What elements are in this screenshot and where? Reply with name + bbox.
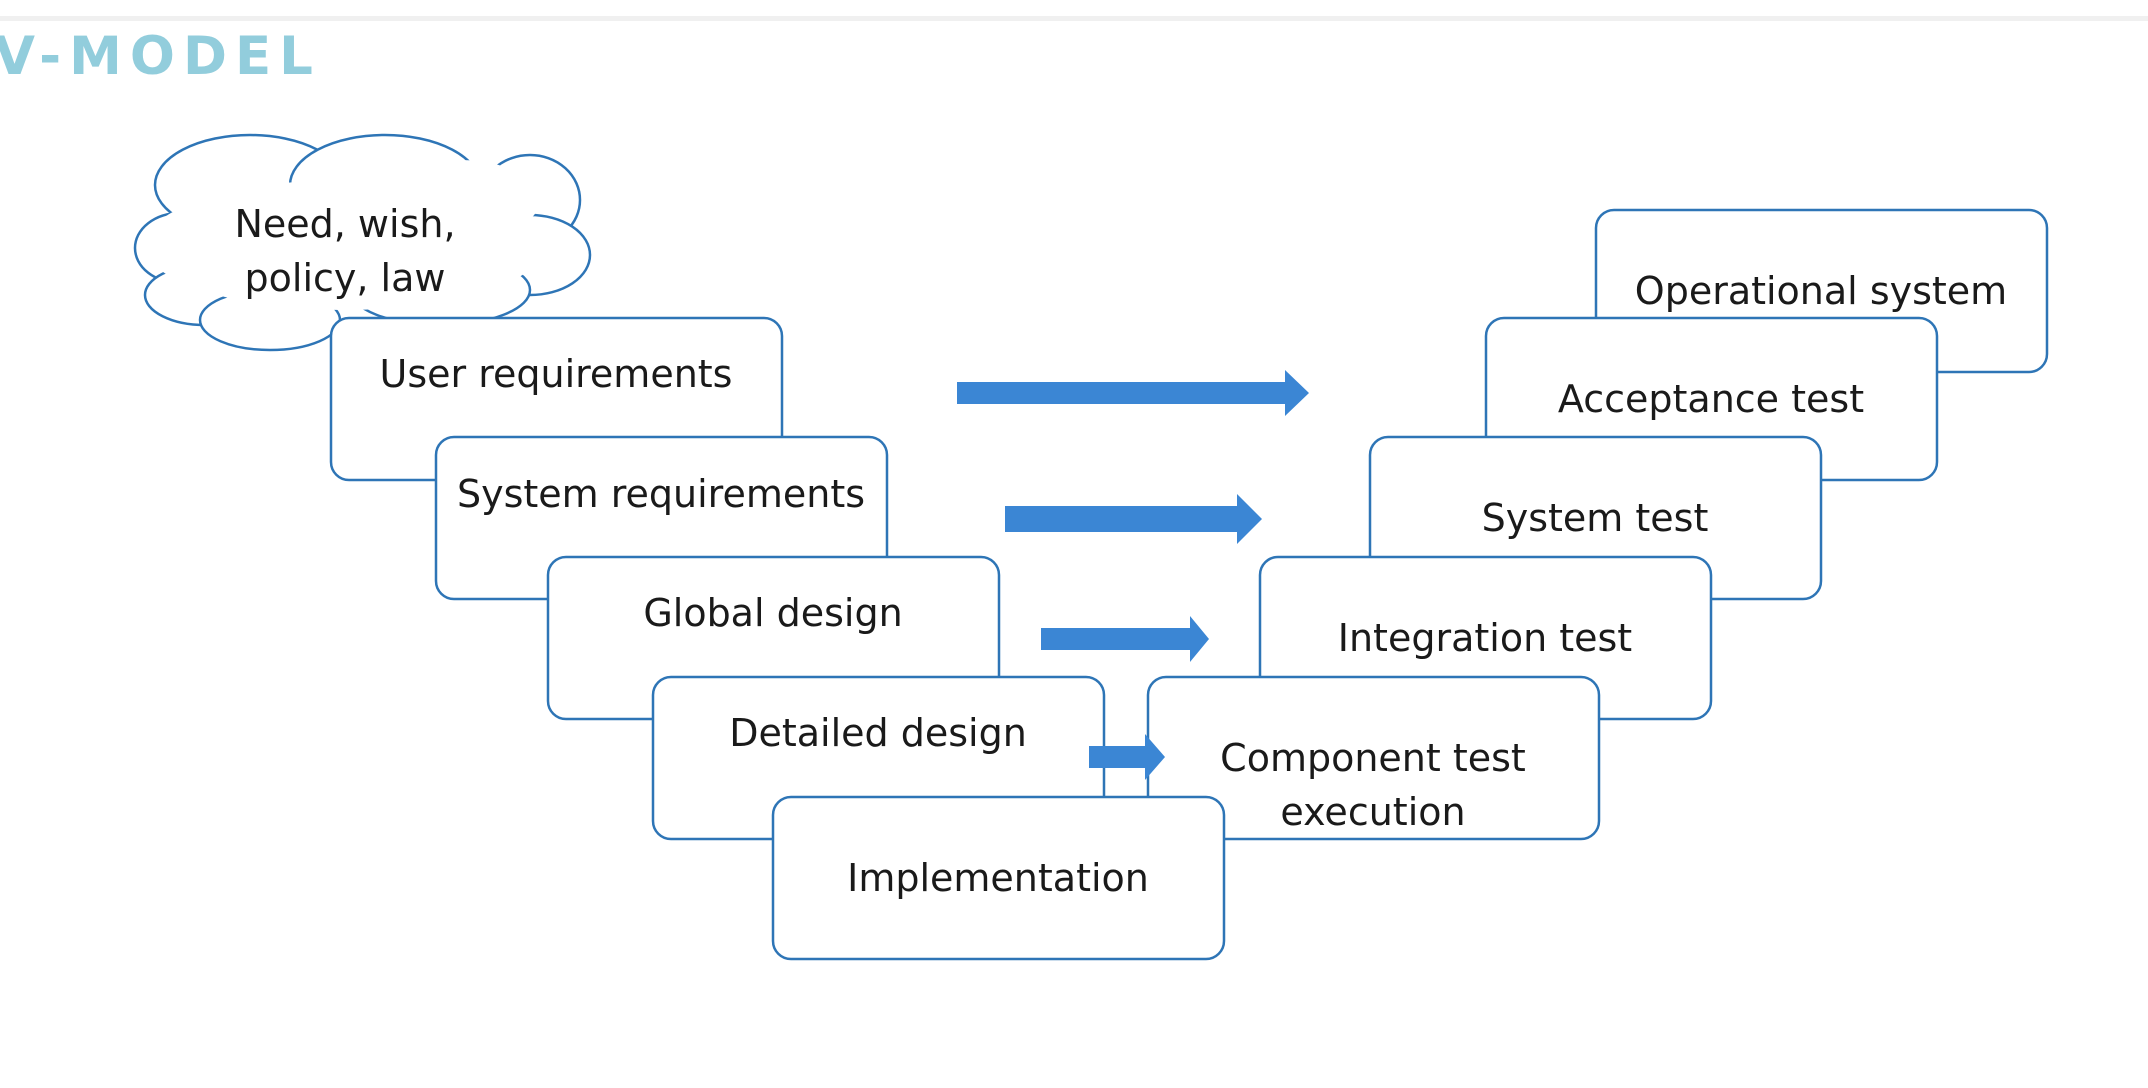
label-component-test-line1: Component test	[1220, 736, 1526, 780]
label-implementation: Implementation	[847, 856, 1149, 900]
label-detailed-design: Detailed design	[729, 711, 1027, 755]
label-system-test-line1: System test	[1482, 496, 1709, 540]
label-component-test-line2: execution	[1280, 790, 1465, 834]
label-integration-test-line1: Integration test	[1338, 616, 1632, 660]
cloud-shape: Need, wish, policy, law	[133, 133, 592, 352]
arrow-detailed-to-component	[1089, 734, 1165, 780]
label-user-requirements: User requirements	[380, 352, 733, 396]
cloud-label-line2: policy, law	[245, 256, 446, 300]
label-global-design: Global design	[643, 591, 902, 635]
box-implementation	[771, 795, 1226, 961]
arrow-system-to-system-test	[1005, 494, 1262, 544]
arrow-global-to-integration	[1041, 616, 1209, 662]
top-divider	[0, 16, 2148, 21]
arrow-user-to-acceptance	[957, 370, 1309, 416]
label-system-requirements: System requirements	[457, 472, 865, 516]
cloud-label-line1: Need, wish,	[234, 202, 455, 246]
label-acceptance-test-line1: Acceptance test	[1558, 377, 1864, 421]
label-operational-system: Operational system	[1635, 269, 2007, 313]
page-title: V-MODEL	[0, 26, 321, 87]
